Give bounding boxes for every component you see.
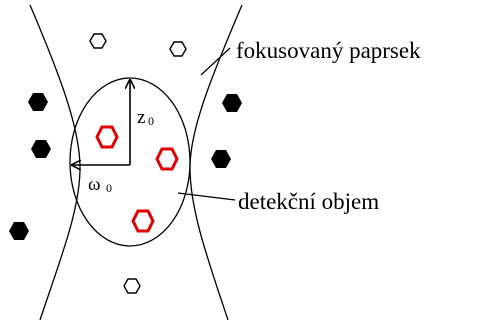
z0-label: z 0	[137, 107, 154, 128]
filled-particle-right-1	[222, 94, 242, 112]
hollow-particle-top-left	[89, 33, 107, 49]
omega0-label: ω 0	[88, 174, 112, 195]
filled-particle-left-1	[28, 93, 48, 111]
detected-particle-2	[155, 147, 179, 171]
z0-subscript: 0	[148, 114, 154, 128]
beam-left-boundary	[29, 4, 81, 320]
beam-label-leader	[200, 47, 231, 76]
hollow-particle-top-right	[169, 41, 187, 57]
omega0-symbol: ω	[88, 174, 101, 195]
filled-particle-left-2	[31, 140, 51, 158]
filled-particle-left-3	[9, 222, 29, 240]
volume-label-leader	[177, 192, 236, 201]
volume-label: detekční objem	[238, 189, 379, 214]
detection-volume-ellipse	[69, 77, 191, 247]
detected-particle-1	[95, 125, 119, 149]
beam-label: fokusovaný paprsek	[236, 38, 421, 63]
detected-particle-3	[131, 209, 155, 233]
filled-particle-right-2	[211, 150, 231, 168]
hollow-particle-bottom	[123, 278, 141, 294]
z0-symbol: z	[137, 107, 145, 128]
omega0-subscript: 0	[106, 181, 112, 195]
